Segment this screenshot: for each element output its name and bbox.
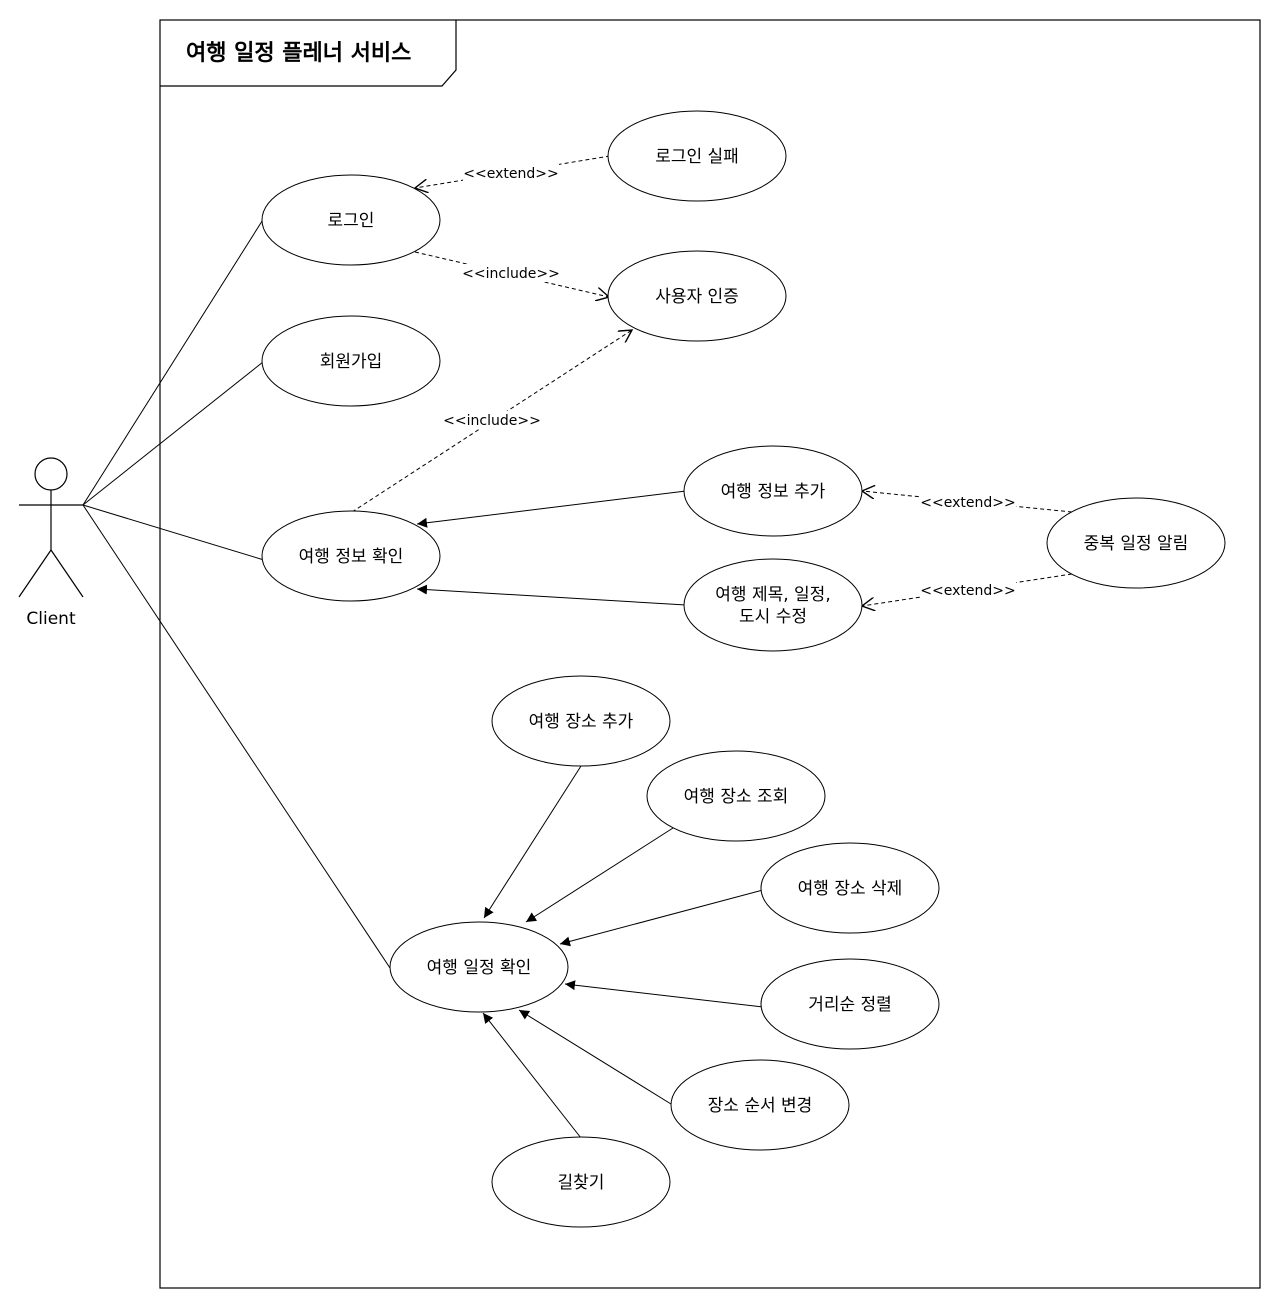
association-trip-info-view (82, 504, 265, 561)
label-include-trip-info-auth: <<include>> (443, 413, 541, 429)
use-case-login: 로그인 (261, 174, 441, 266)
use-case-place-delete-label: 여행 장소 삭제 (798, 879, 903, 899)
label-bg-extend-2 (920, 493, 1016, 511)
use-case-place-add: 여행 장소 추가 (491, 675, 671, 767)
use-case-trip-info-edit-label-1: 여행 제목, 일정, (715, 585, 830, 605)
use-case-login-label: 로그인 (328, 211, 375, 231)
use-case-place-delete-shape (760, 842, 940, 934)
use-case-signup-label: 회원가입 (320, 352, 383, 372)
use-case-sort-distance: 거리순 정렬 (760, 958, 940, 1050)
use-case-trip-info-view-label: 여행 정보 확인 (299, 547, 404, 567)
use-case-trip-info-edit-shape (683, 558, 863, 652)
use-case-user-auth-shape (607, 250, 787, 342)
use-case-place-add-shape (491, 675, 671, 767)
use-case-place-delete: 여행 장소 삭제 (760, 842, 940, 934)
arrow-place-view-to-schedule (525, 827, 674, 923)
label-bg-extend-1 (463, 164, 559, 182)
actor-client: Client (18, 457, 84, 629)
use-case-duplicate-alert-label: 중복 일정 알림 (1084, 534, 1189, 554)
arrow-reorder-to-schedule (518, 1009, 672, 1105)
use-case-user-auth: 사용자 인증 (607, 250, 787, 342)
label-extend-trip-add: <<extend>> (920, 495, 1015, 511)
use-case-user-auth-label: 사용자 인증 (655, 287, 739, 307)
use-case-duplicate-alert: 중복 일정 알림 (1046, 497, 1226, 589)
use-case-reorder-places-label: 장소 순서 변경 (708, 1096, 813, 1116)
arrow-sort-to-schedule (564, 980, 764, 1008)
use-case-place-view: 여행 장소 조회 (646, 750, 826, 842)
use-case-trip-info-edit-label-2: 도시 수정 (739, 607, 807, 627)
arrow-place-delete-to-schedule (559, 889, 764, 947)
label-extend-login-fail: <<extend>> (463, 166, 558, 182)
label-extend-trip-edit: <<extend>> (920, 583, 1015, 599)
use-case-place-add-label: 여행 장소 추가 (529, 712, 634, 732)
label-include-login-auth: <<include>> (462, 266, 560, 282)
use-case-trip-info-view-shape (261, 510, 441, 602)
use-case-reorder-places-shape (670, 1059, 850, 1151)
use-case-trip-info-add: 여행 정보 추가 (683, 445, 863, 537)
use-case-login-shape (261, 174, 441, 266)
association-login (82, 217, 265, 506)
actor-right-leg (50, 549, 84, 598)
use-case-directions-label: 길찾기 (558, 1173, 605, 1193)
use-case-trip-info-add-shape (683, 445, 863, 537)
use-case-login-fail: 로그인 실패 (607, 110, 787, 202)
association-signup (82, 361, 264, 506)
use-case-schedule-view-label: 여행 일정 확인 (427, 958, 532, 978)
arrow-trip-add-to-trip-view (416, 490, 687, 528)
use-case-directions: 길찾기 (491, 1136, 671, 1228)
arrow-place-add-to-schedule (483, 765, 582, 919)
use-case-login-fail-label: 로그인 실패 (655, 147, 739, 167)
use-case-signup-shape (261, 315, 441, 407)
label-bg-include-2 (443, 411, 541, 429)
actor-left-leg (18, 549, 52, 598)
use-case-place-view-shape (646, 750, 826, 842)
use-case-reorder-places: 장소 순서 변경 (670, 1059, 850, 1151)
use-case-signup: 회원가입 (261, 315, 441, 407)
arrow-directions-to-schedule (482, 1012, 582, 1139)
use-case-login-fail-shape (607, 110, 787, 202)
system-title: 여행 일정 플레너 서비스 (186, 41, 411, 66)
use-case-trip-info-add-label: 여행 정보 추가 (721, 482, 826, 502)
use-case-directions-shape (491, 1136, 671, 1228)
arrow-trip-edit-to-trip-view (416, 584, 687, 606)
label-bg-include-1 (462, 264, 560, 282)
actor-name: Client (26, 609, 76, 629)
use-case-sort-distance-label: 거리순 정렬 (808, 995, 892, 1015)
use-case-duplicate-alert-shape (1046, 497, 1226, 589)
use-case-schedule-view: 여행 일정 확인 (389, 921, 569, 1013)
use-case-trip-info-view: 여행 정보 확인 (261, 510, 441, 602)
use-case-place-view-label: 여행 장소 조회 (684, 787, 789, 807)
system-boundary (159, 19, 1261, 1289)
use-case-trip-info-edit: 여행 제목, 일정, 도시 수정 (683, 558, 863, 652)
use-case-sort-distance-shape (760, 958, 940, 1050)
actor-head (34, 457, 68, 491)
use-case-schedule-view-shape (389, 921, 569, 1013)
association-schedule-view (82, 504, 391, 969)
system-title-tab (160, 20, 457, 87)
label-bg-extend-3 (920, 581, 1016, 599)
